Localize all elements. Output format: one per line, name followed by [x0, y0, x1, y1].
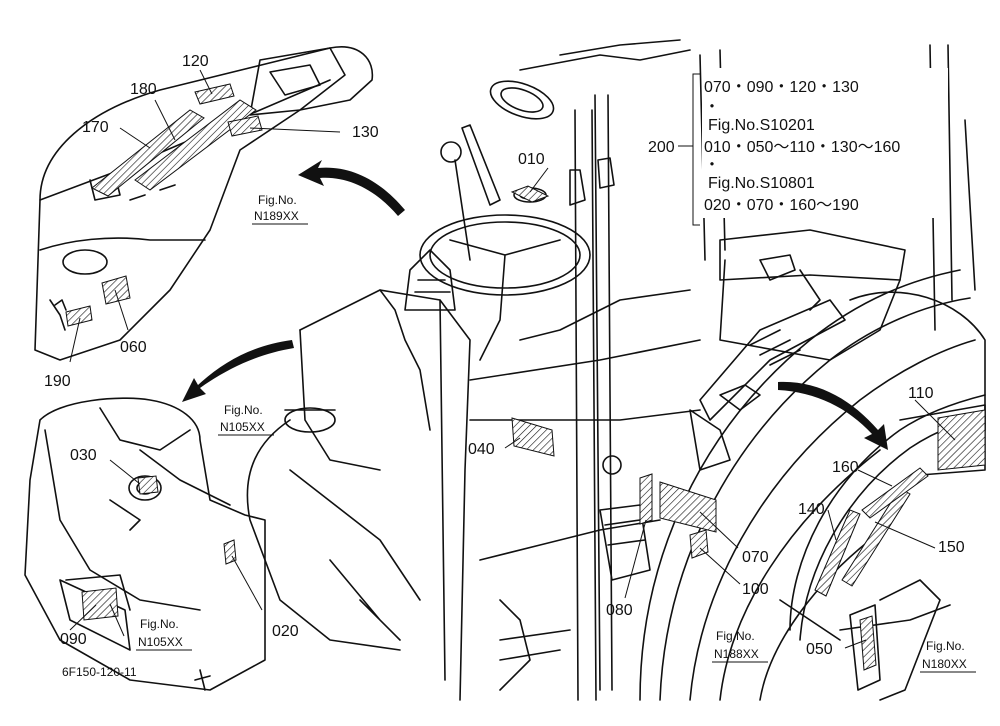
decal-070 — [659, 481, 717, 533]
decal-130 — [227, 115, 263, 137]
drawing-code: 6F150-120-11 — [62, 665, 137, 679]
fig-ref-n105-top: Fig.No. N105XX — [218, 403, 274, 436]
tractor-main-view — [246, 39, 986, 701]
fig-ref-n180-label: Fig.No. — [926, 639, 965, 653]
callout-010: 010 — [518, 151, 545, 168]
fig-ref-n188: Fig.No. N188XX — [712, 629, 768, 663]
fig-ref-n105-top-label: Fig.No. — [224, 403, 263, 417]
callout-190: 190 — [44, 373, 71, 390]
callout-100: 100 — [742, 581, 769, 598]
callout-030: 030 — [70, 447, 97, 464]
fig-ref-n189-num: N189XX — [254, 209, 299, 223]
callout-090: 090 — [60, 631, 87, 648]
decal-010 — [510, 185, 550, 203]
decal-120 — [194, 83, 235, 105]
callout-070: 070 — [742, 549, 769, 566]
ref-line-4: Fig.No.S10801 — [708, 175, 815, 192]
view-arrows — [182, 160, 888, 450]
ref-bullet-2: ・ — [704, 157, 720, 174]
decal-080 — [639, 473, 653, 525]
callout-140: 140 — [798, 501, 825, 518]
arrow-to-fender — [778, 381, 888, 450]
ref-block-200: 070・090・120・130 ・ Fig.No.S10201 010・050～… — [702, 68, 948, 218]
callout-160: 160 — [832, 459, 859, 476]
ref-bullet-1: ・ — [704, 99, 720, 116]
fig-ref-n105-bottom: Fig.No. N105XX — [136, 617, 192, 651]
fig-ref-n189-label: Fig.No. — [258, 193, 297, 207]
callout-080: 080 — [606, 602, 633, 619]
callout-200: 200 — [648, 139, 675, 156]
fig-ref-n180-num: N180XX — [922, 657, 967, 671]
fig-ref-n189: Fig.No. N189XX — [252, 193, 308, 225]
fig-ref-n105-bottom-num: N105XX — [138, 635, 183, 649]
callout-110: 110 — [908, 385, 934, 402]
decal-060 — [101, 275, 131, 305]
decal-170 — [91, 109, 205, 197]
fig-ref-n105-top-num: N105XX — [220, 420, 265, 434]
callout-150: 150 — [938, 539, 965, 556]
arrow-to-dash — [298, 160, 405, 216]
fig-ref-n188-label: Fig.No. — [716, 629, 755, 643]
fig-ref-n105-bottom-label: Fig.No. — [140, 617, 179, 631]
decal-190 — [65, 305, 93, 327]
ref-line-5: 020・070・160～190 — [704, 197, 859, 214]
dash-inset — [34, 46, 374, 361]
decal-100 — [689, 529, 709, 559]
fender-inset — [779, 394, 986, 701]
callout-050: 050 — [806, 641, 833, 658]
hood-inset — [24, 397, 266, 691]
decal-140 — [814, 509, 861, 597]
decal-110 — [937, 409, 986, 471]
leader-lines — [69, 69, 956, 649]
callout-020: 020 — [272, 623, 299, 640]
decal-160 — [861, 467, 929, 519]
callout-120: 120 — [182, 53, 209, 70]
fig-ref-n180: Fig.No. N180XX — [920, 639, 976, 673]
ref-line-3: 010・050～110・130～160 — [704, 139, 900, 156]
decal-040 — [511, 417, 555, 457]
arrow-to-hood — [182, 340, 294, 402]
decal-150 — [841, 487, 911, 587]
fig-ref-n188-num: N188XX — [714, 647, 759, 661]
callout-180: 180 — [130, 81, 157, 98]
callout-060: 060 — [120, 339, 147, 356]
decal-050 — [859, 615, 877, 671]
callout-040: 040 — [468, 441, 495, 458]
ref-line-1: 070・090・120・130 — [704, 79, 859, 96]
decals-main — [510, 185, 717, 559]
callouts: 010 020 030 040 050 060 070 080 090 100 … — [44, 53, 965, 658]
decal-180 — [134, 99, 257, 191]
callout-130: 130 — [352, 124, 379, 141]
callout-170: 170 — [82, 119, 109, 136]
ref-line-2: Fig.No.S10201 — [708, 117, 815, 134]
decal-090 — [81, 587, 119, 621]
decal-030 — [137, 475, 159, 495]
